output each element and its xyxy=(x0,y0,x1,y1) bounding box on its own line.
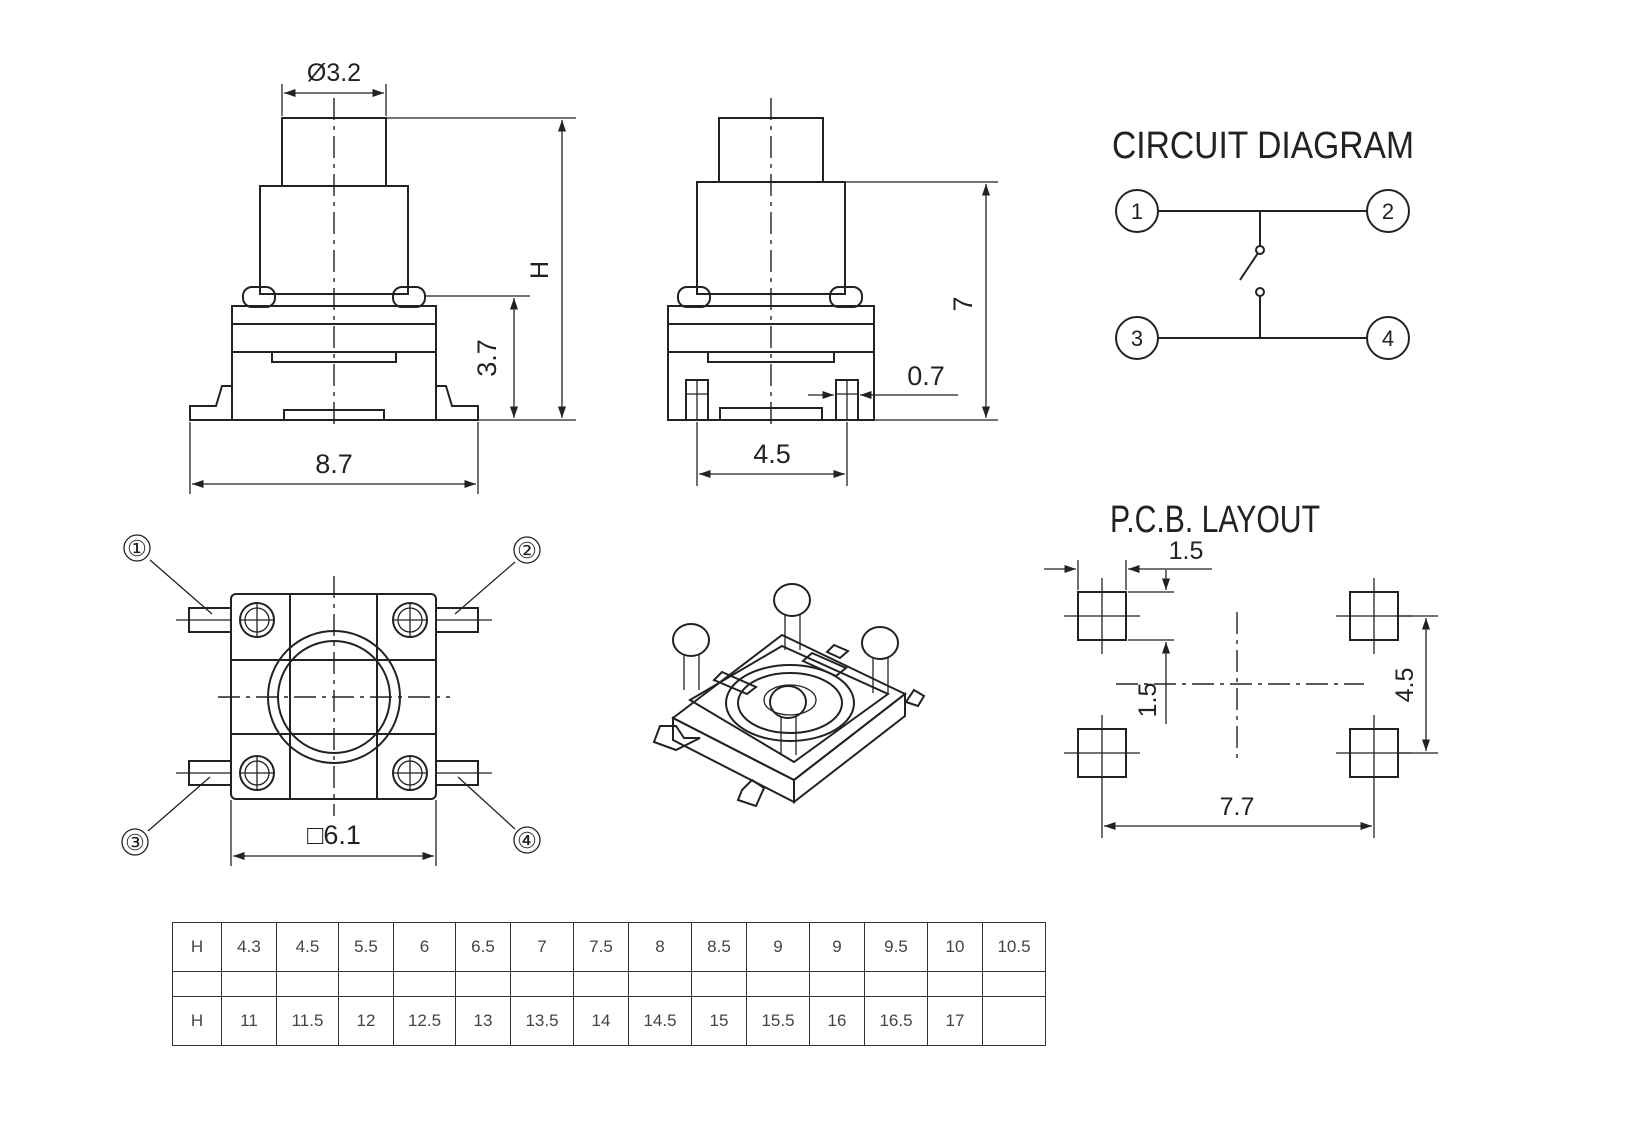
circuit-pin-3-label: 3 xyxy=(1131,326,1143,351)
table-cell: 9.5 xyxy=(864,922,928,972)
table-cell xyxy=(691,971,747,997)
table-cell: 15 xyxy=(691,996,747,1046)
pcb-layout: P.C.B. LAYOUT 1.5 1.5 4.5 xyxy=(1044,499,1438,838)
circuit-pin-4-label: 4 xyxy=(1382,326,1394,351)
pcb-pad-height-label: 1.5 xyxy=(1134,683,1162,718)
bottom-pin-2-label: ② xyxy=(517,538,537,563)
table-cell: 8.5 xyxy=(691,922,747,972)
table-cell: 6.5 xyxy=(455,922,511,972)
side-view: 7 0.7 4.5 xyxy=(667,98,998,486)
table-cell: 17 xyxy=(927,996,983,1046)
table-cell xyxy=(455,971,511,997)
table-cell xyxy=(510,971,574,997)
table-cell: 13 xyxy=(455,996,511,1046)
table-row-header xyxy=(172,971,222,997)
table-cell: 4.5 xyxy=(276,922,339,972)
circuit-diagram: CIRCUIT DIAGRAM 1 2 3 4 xyxy=(1112,125,1414,360)
table-cell xyxy=(982,996,1046,1046)
bottom-pin-2-marker xyxy=(513,536,541,564)
terminal-width-label: 0.7 xyxy=(907,361,945,391)
table-cell: 13.5 xyxy=(510,996,574,1046)
circuit-diagram-title: CIRCUIT DIAGRAM xyxy=(1112,125,1414,167)
pcb-pitch-x-label: 7.7 xyxy=(1220,793,1255,821)
table-cell xyxy=(809,971,865,997)
table-cell: 10.5 xyxy=(982,922,1046,972)
table-cell xyxy=(982,971,1046,997)
table-row xyxy=(172,971,1046,997)
table-row-header: H xyxy=(172,922,222,972)
base-height-label: 3.7 xyxy=(472,339,502,377)
button-diameter-label: Ø3.2 xyxy=(307,59,361,87)
table-cell xyxy=(393,971,456,997)
front-view: Ø3.2 H 3.7 8.7 xyxy=(189,59,576,494)
table-cell: 16 xyxy=(809,996,865,1046)
table-cell: 4.3 xyxy=(221,922,277,972)
table-cell: 6 xyxy=(393,922,456,972)
table-cell: 14.5 xyxy=(628,996,692,1046)
isometric-view xyxy=(652,583,926,808)
table-cell: 7 xyxy=(510,922,574,972)
pcb-layout-title: P.C.B. LAYOUT xyxy=(1110,499,1320,541)
bottom-pin-3-marker xyxy=(121,828,149,856)
table-cell: 7.5 xyxy=(573,922,629,972)
bottom-pin-4-label: ④ xyxy=(517,828,537,853)
bottom-view: ① ② ③ ④ □6.1 xyxy=(121,534,541,866)
table-cell xyxy=(927,971,983,997)
bottom-pin-1-marker xyxy=(123,534,151,562)
bottom-pin-1-label: ① xyxy=(127,536,147,561)
table-cell xyxy=(746,971,810,997)
side-pin-pitch-label: 4.5 xyxy=(753,439,791,469)
table-cell: 12 xyxy=(338,996,394,1046)
circuit-pin-1-label: 1 xyxy=(1131,199,1143,224)
table-cell xyxy=(573,971,629,997)
table-cell: 12.5 xyxy=(393,996,456,1046)
table-cell xyxy=(864,971,928,997)
pcb-pitch-y-label: 4.5 xyxy=(1391,668,1419,703)
table-cell: 11.5 xyxy=(276,996,339,1046)
table-cell: 8 xyxy=(628,922,692,972)
table-cell xyxy=(276,971,339,997)
table-cell: 14 xyxy=(573,996,629,1046)
overall-width-label: 8.7 xyxy=(315,449,353,479)
height-label: H xyxy=(526,261,554,279)
pcb-pad-width-label: 1.5 xyxy=(1169,537,1204,565)
table-cell: 10 xyxy=(927,922,983,972)
table-row-header: H xyxy=(172,996,222,1046)
table-cell xyxy=(628,971,692,997)
table-cell: 5.5 xyxy=(338,922,394,972)
body-square-label: □6.1 xyxy=(307,820,361,850)
table-cell xyxy=(338,971,394,997)
bottom-pin-3-label: ③ xyxy=(125,830,145,855)
circuit-pin-2-label: 2 xyxy=(1382,199,1394,224)
table-cell xyxy=(221,971,277,997)
bottom-pin-4-marker xyxy=(513,826,541,854)
table-cell: 9 xyxy=(746,922,810,972)
table-cell: 9 xyxy=(809,922,865,972)
table-cell: 15.5 xyxy=(746,996,810,1046)
side-height-label: 7 xyxy=(948,296,978,311)
table-cell: 11 xyxy=(221,996,277,1046)
table-cell: 16.5 xyxy=(864,996,928,1046)
